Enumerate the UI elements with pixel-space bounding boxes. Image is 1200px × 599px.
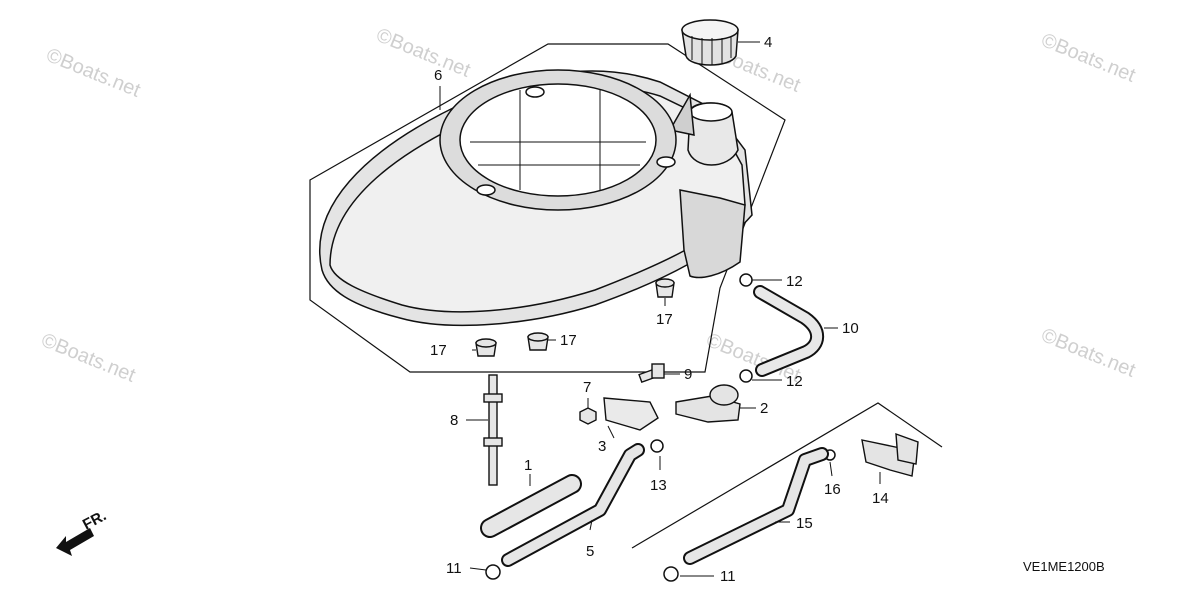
fuel-cap — [681, 19, 739, 66]
callout-5: 5 — [586, 543, 594, 560]
callout-2: 2 — [760, 400, 768, 417]
front-direction-arrow: FR. — [56, 507, 109, 556]
watermark: ©Boats.net — [1038, 29, 1139, 87]
lower-outline — [631, 402, 943, 549]
arrow-left-icon — [56, 528, 94, 556]
watermark: ©Boats.net — [38, 329, 139, 387]
callout-17: 17 — [560, 332, 577, 349]
watermark: ©Boats.net — [1038, 324, 1139, 382]
diagram-code: VE1ME1200B — [1023, 559, 1105, 574]
front-label: FR. — [80, 507, 109, 533]
callout-1: 1 — [524, 457, 532, 474]
callout-15: 15 — [796, 515, 813, 532]
hose-bracket — [603, 397, 659, 431]
callout-10: 10 — [842, 320, 859, 337]
callout-8: 8 — [450, 412, 458, 429]
grommets — [475, 278, 675, 357]
callout-16: 16 — [824, 481, 841, 498]
callout-14: 14 — [872, 490, 889, 507]
callout-labels: 6 4 12 10 12 17 17 17 8 7 9 2 3 13 1 5 1… — [430, 34, 889, 585]
bolt — [638, 363, 665, 384]
fuel-valve — [861, 432, 919, 477]
callout-9: 9 — [684, 366, 692, 383]
callout-17: 17 — [430, 342, 447, 359]
nut — [579, 407, 597, 425]
callout-11: 11 — [720, 568, 736, 585]
assembly-outline — [309, 43, 786, 373]
callout-3: 3 — [598, 438, 606, 455]
fan-shroud — [319, 69, 753, 327]
stud-bolt — [483, 374, 503, 486]
callout-17: 17 — [656, 311, 673, 328]
callout-4: 4 — [764, 34, 772, 51]
hose-clips — [485, 273, 836, 582]
watermark: ©Boats.net — [43, 44, 144, 102]
hose-joint — [675, 384, 741, 423]
callout-12: 12 — [786, 373, 803, 390]
watermark: ©Boats.net — [373, 24, 474, 82]
leader-lines — [439, 41, 881, 577]
callout-7: 7 — [583, 379, 591, 396]
callout-11: 11 — [446, 560, 462, 577]
callout-6: 6 — [434, 67, 442, 84]
callout-13: 13 — [650, 477, 667, 494]
callout-12: 12 — [786, 273, 803, 290]
